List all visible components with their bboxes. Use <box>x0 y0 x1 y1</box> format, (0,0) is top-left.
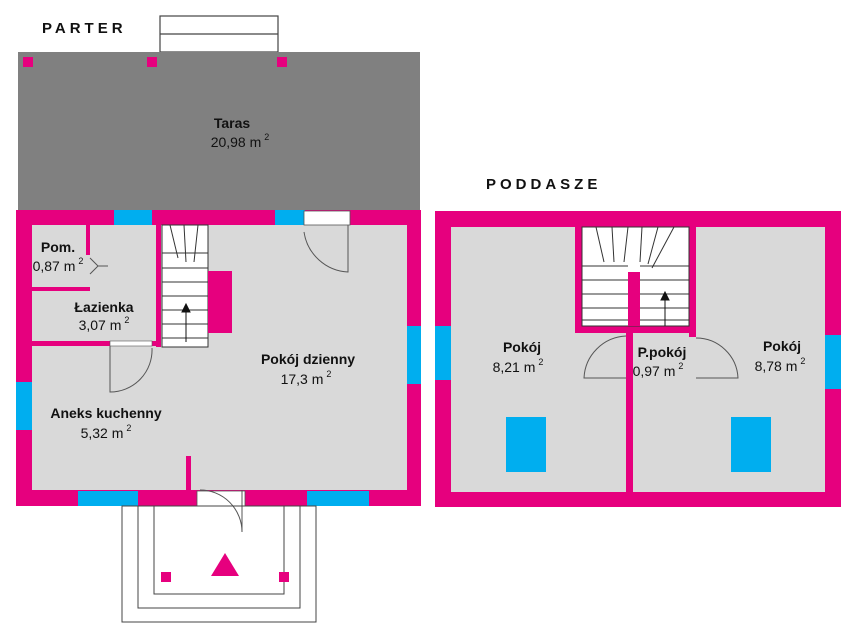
ground-windows <box>16 210 421 506</box>
porch-posts <box>161 572 289 582</box>
bathroom-name: Łazienka <box>74 299 133 315</box>
room-left-name: Pokój <box>503 339 541 355</box>
ground-stairs <box>161 224 209 348</box>
kitchenette-name: Aneks kuchenny <box>50 405 161 421</box>
living-room-name: Pokój dzienny <box>261 351 355 367</box>
ground-stairs-core <box>208 271 232 333</box>
attic-door-swings <box>583 335 739 379</box>
attic-skylights <box>506 417 771 472</box>
entrance-arrow <box>211 553 239 576</box>
terrace-posts <box>23 57 287 67</box>
attic-floor-title: PODDASZE <box>486 176 602 193</box>
attic-stairs-core <box>628 272 640 326</box>
terrace-name: Taras <box>214 115 251 131</box>
room-right-name: Pokój <box>763 338 801 354</box>
terrace-area <box>18 52 420 210</box>
ground-interior-walls <box>32 225 191 490</box>
attic-stairs-arrow <box>660 290 670 326</box>
top-step <box>159 15 279 53</box>
attic-windows <box>435 326 841 389</box>
bathroom-door-gap <box>109 340 153 347</box>
ground-door-swings <box>89 225 349 533</box>
anteroom-name: P.pokój <box>638 344 687 360</box>
ground-stairs-arrow <box>181 302 191 342</box>
ground-floor-title: PARTER <box>42 20 127 37</box>
storage-name: Pom. <box>41 239 75 255</box>
attic-interior-walls <box>575 227 696 492</box>
entrance-porch <box>121 505 317 623</box>
